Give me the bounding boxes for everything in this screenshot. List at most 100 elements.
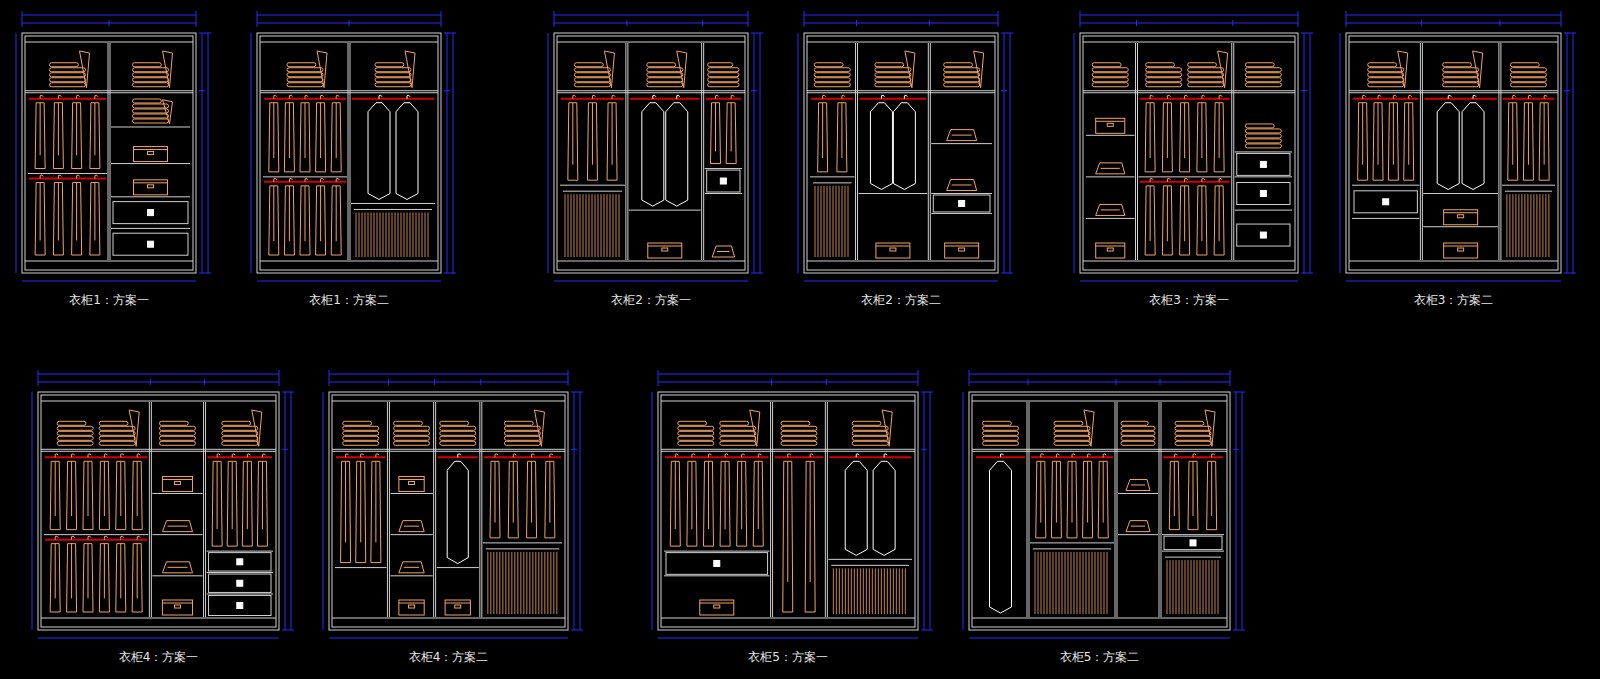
- folded-clothes: [875, 68, 911, 72]
- divider: [855, 43, 856, 260]
- hanging-garment: [607, 103, 617, 180]
- folded-clothes: [222, 421, 251, 425]
- divider: [627, 43, 628, 260]
- hanger: [1202, 95, 1205, 98]
- garment-fold: [810, 461, 811, 582]
- wardrobe-inner: [1349, 36, 1558, 270]
- hanger: [675, 454, 678, 457]
- garment-fold: [1087, 461, 1088, 522]
- hanging-garment: [72, 103, 82, 169]
- dimension-line: [658, 638, 918, 639]
- folded-clothes: [133, 83, 169, 87]
- folded-clothes: [1245, 78, 1281, 82]
- pants-hanging: [818, 186, 819, 257]
- hanging-garment: [687, 461, 697, 546]
- hanger: [137, 536, 140, 539]
- wardrobe-inner: [1083, 36, 1295, 270]
- pants-hanging: [362, 212, 363, 257]
- garment-fold: [1103, 461, 1104, 522]
- folded-clothes: [99, 431, 135, 435]
- pillow: [534, 410, 544, 446]
- hanger: [1363, 95, 1366, 98]
- plinth: [41, 618, 276, 619]
- folded-clothes: [133, 104, 169, 108]
- pants-hanging: [490, 552, 491, 614]
- hanger: [104, 536, 107, 539]
- shelf: [810, 176, 855, 177]
- pants-hanging: [836, 568, 837, 614]
- dimension-tick: [1301, 273, 1313, 274]
- folded-clothes: [1245, 134, 1281, 138]
- shirt-fold: [952, 184, 972, 185]
- pants-hanging: [592, 194, 593, 257]
- hanger: [1150, 179, 1153, 182]
- folded-clothes: [1121, 421, 1148, 425]
- hanger: [856, 454, 859, 457]
- pants-hanging: [544, 552, 545, 614]
- folded-clothes: [1510, 68, 1546, 72]
- storage-box: [134, 147, 168, 162]
- shelf: [260, 92, 438, 93]
- hanging-garment: [568, 103, 578, 180]
- pants-hanging: [1521, 194, 1522, 257]
- garment-fold: [1201, 186, 1202, 241]
- garment-fold: [1378, 103, 1379, 165]
- pillow: [163, 51, 173, 88]
- folded-clothes: [1054, 441, 1090, 445]
- dimension-tick: [1232, 20, 1233, 26]
- folded-clothes: [720, 441, 756, 445]
- wardrobe-inner: [972, 395, 1227, 627]
- folded-clothes: [1092, 83, 1128, 87]
- box-lid: [945, 246, 979, 247]
- folded-clothes: [708, 68, 739, 72]
- dimension-tick: [626, 20, 627, 26]
- hanger: [573, 95, 576, 98]
- hanging-garment: [805, 461, 815, 612]
- pants-hanging: [1191, 560, 1192, 614]
- folded-clothes: [1146, 78, 1182, 82]
- divider: [1498, 43, 1499, 260]
- pillow: [1084, 410, 1094, 446]
- hanging-garment: [837, 103, 847, 172]
- dimension-tick: [1001, 273, 1013, 274]
- folded-clothes: [1245, 129, 1281, 133]
- pants-hanging: [595, 194, 596, 257]
- folded-clothes: [504, 421, 533, 425]
- pants-hanging: [1209, 560, 1210, 614]
- divider: [770, 402, 771, 617]
- box-lid: [134, 149, 168, 150]
- shelf: [390, 534, 432, 535]
- garment-fold: [232, 461, 233, 529]
- folded-shirt: [1096, 163, 1125, 174]
- garment-fold: [87, 544, 88, 599]
- divider: [1231, 43, 1232, 260]
- pants-hanging: [872, 568, 873, 614]
- pillow: [677, 51, 687, 88]
- pants-hanging: [821, 186, 822, 257]
- shelf: [1118, 534, 1158, 535]
- pants-hanging: [1527, 194, 1528, 257]
- hanging-garment: [269, 103, 279, 172]
- shelf: [28, 173, 107, 174]
- drawer-knob: [959, 200, 965, 206]
- divider: [348, 43, 349, 260]
- pants-hanging: [419, 212, 420, 257]
- folded-clothes: [574, 73, 610, 77]
- dimension-tick: [571, 449, 577, 450]
- garment-fold: [76, 183, 77, 241]
- folded-clothes: [647, 78, 683, 82]
- hanging-garment: [116, 461, 126, 529]
- storage-box: [1096, 118, 1125, 133]
- garment-fold: [1408, 103, 1409, 165]
- shelf: [664, 575, 770, 576]
- hanger: [1167, 95, 1170, 98]
- hanging-garment: [1083, 461, 1093, 538]
- folded-clothes: [1443, 63, 1472, 67]
- drawer-knob: [237, 602, 243, 608]
- hanger: [495, 454, 498, 457]
- folded-shirt: [399, 562, 424, 573]
- shirt-fold: [1131, 484, 1145, 485]
- box-handle: [890, 248, 896, 251]
- wardrobe-frame: [804, 33, 998, 273]
- hanging-garment: [331, 103, 341, 172]
